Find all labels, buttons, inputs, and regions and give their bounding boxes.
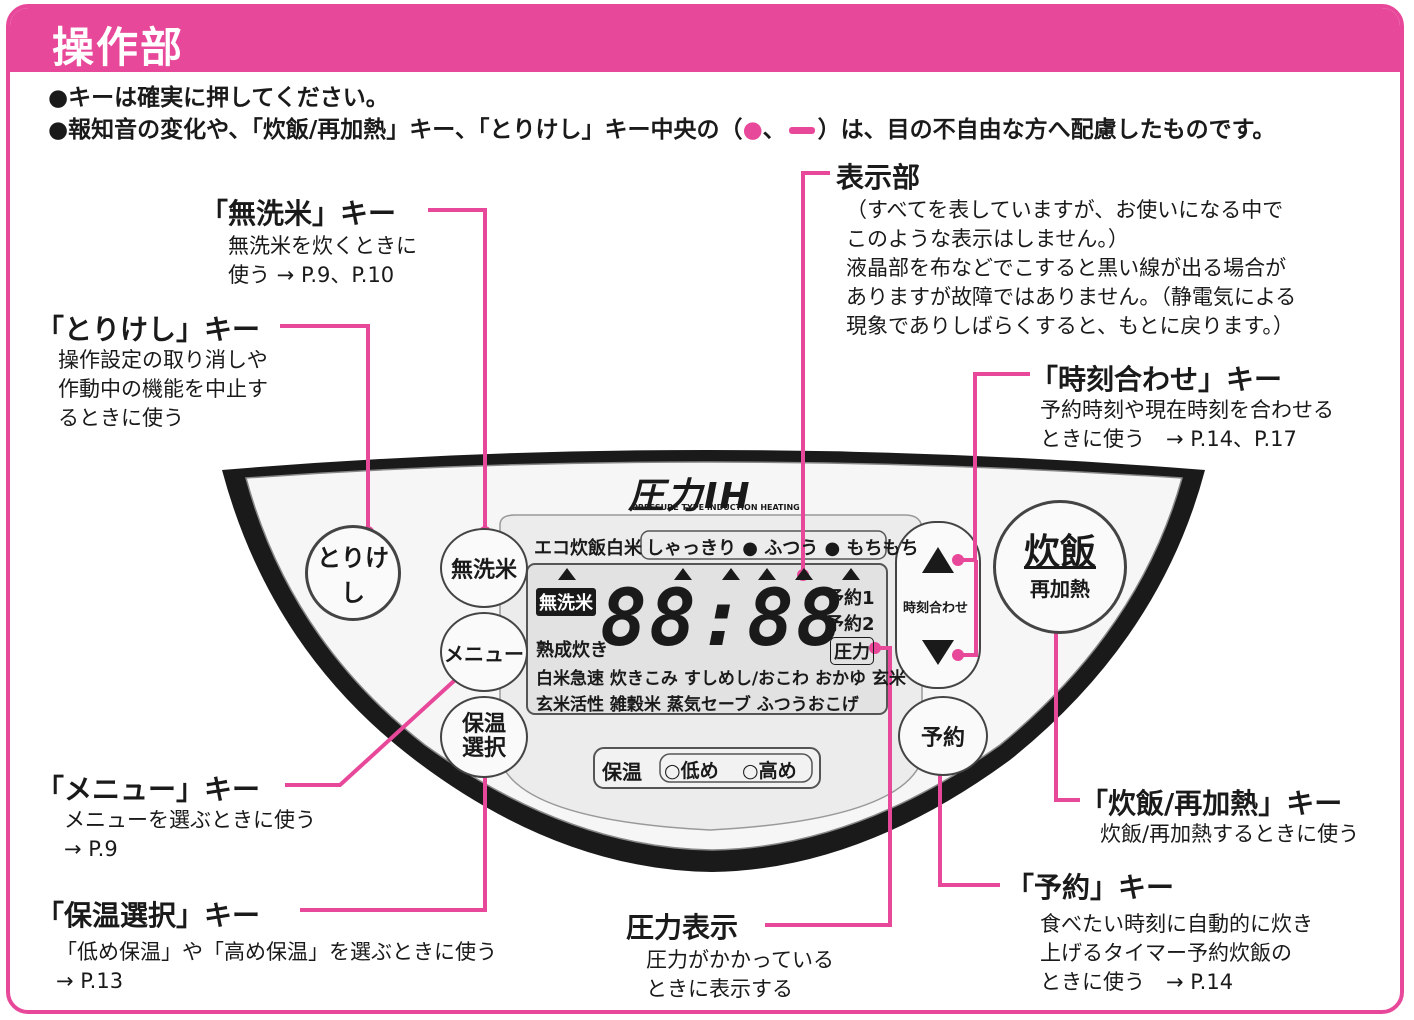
callout-cook-desc: 炊飯/再加熱するときに使う — [1100, 822, 1360, 846]
up-arrow-icon — [922, 547, 954, 573]
lcd-menu-row-2: 玄米活性 雑穀米 蒸気セーブ ふつうおこげ — [536, 695, 859, 715]
leader-cook — [1054, 615, 1080, 802]
cook-reheat-button[interactable]: 炊飯 再加熱 — [993, 500, 1127, 634]
musenmai-button-label: 無洗米 — [450, 558, 517, 583]
lcd-yoyaku-2: 予約2 — [826, 614, 875, 635]
note-line-2-c: ）は、目の不自由な方へ配慮したものです。 — [817, 117, 1276, 143]
callout-yoyaku-title: 「予約」キー — [1006, 871, 1175, 904]
leader-menu — [285, 668, 468, 787]
callout-yoyaku-desc: 食べたい時刻に自動的に炊き 上げるタイマー予約炊飯の ときに使う → P.14 — [1040, 912, 1313, 994]
callout-musenmai-desc: 無洗米を炊くときに 使う → P.9、P.10 — [228, 234, 417, 287]
torikeshi-button[interactable]: とりけし — [305, 525, 401, 621]
dot-clock-up — [952, 554, 964, 566]
callout-pressure-title: 圧力表示 — [626, 911, 739, 944]
callout-menu-title: 「メニュー」キー — [36, 773, 261, 806]
section-frame: 操作部 — [6, 4, 1404, 1014]
torikeshi-button-label: とりけし — [317, 544, 389, 607]
brand-logo-subtitle: PRESSURE TYPE INDUCTION HEATING — [632, 503, 800, 512]
lcd-texture-options: しゃっきり ● ふつう ● もちもち — [646, 538, 919, 559]
callout-display-desc: （すべてを表していますが、お使いになる中で このような表示はしません。） 液晶部… — [846, 198, 1297, 338]
lcd-frame — [526, 563, 888, 715]
callout-torikeshi-desc: 操作設定の取り消しや 作動中の機能を中止す るときに使う — [58, 348, 268, 430]
note-line-2: ●報知音の変化や、「炊飯/再加熱」キー、「とりけし」キー中央の（●、 ）は、目の不… — [48, 110, 1275, 144]
lcd-jukusei: 熟成炊き — [536, 640, 608, 661]
section-title: 操作部 — [52, 23, 185, 72]
down-arrow-icon — [922, 640, 954, 665]
lcd-indicator-2 — [674, 568, 692, 580]
note-line-1: ●キーは確実に押してください。 — [48, 85, 389, 111]
dot-clock-down — [952, 649, 964, 661]
leader-torikeshi — [280, 324, 370, 532]
leader-musenmai — [428, 208, 487, 532]
keep-warm-select-label: 保温 選択 — [461, 712, 506, 761]
leader-pressure — [765, 646, 892, 927]
pink-dash-mark — [788, 127, 815, 134]
lcd-yoyaku-1: 予約1 — [826, 588, 875, 609]
dot-pressure — [869, 642, 881, 654]
lcd-white-rice: 白米 — [606, 538, 642, 559]
keep-warm-frame — [593, 747, 821, 789]
lcd-indicator-5 — [795, 568, 813, 580]
yoyaku-button[interactable]: 予約 — [898, 696, 988, 776]
callout-pressure-desc: 圧力がかかっている ときに表示する — [646, 948, 834, 1001]
lcd-eco-cook: エコ炊飯 — [534, 538, 606, 559]
note-line-2-a: ●報知音の変化や、「炊飯/再加熱」キー、「とりけし」キー中央の（ — [48, 117, 743, 143]
brand-logo: 圧力IH — [628, 476, 752, 517]
lcd-digits: 88:88 — [600, 574, 845, 664]
keep-warm-label: 保温 — [602, 760, 642, 784]
menu-button-label: メニュー — [444, 641, 524, 666]
keep-warm-options-frame — [659, 753, 813, 783]
cook-button-label: 炊飯 — [1023, 531, 1096, 573]
callout-clock-desc: 予約時刻や現在時刻を合わせる ときに使う → P.14、P.17 — [1040, 398, 1334, 451]
lcd-menu-row-1: 白米急速 炊きこみ すしめし/おこわ おかゆ 玄米 — [536, 669, 906, 689]
lcd-indicator-1 — [558, 568, 576, 580]
callout-menu-desc: メニューを選ぶときに使う → P.9 — [64, 808, 316, 861]
callout-torikeshi-title: 「とりけし」キー — [36, 313, 261, 346]
musenmai-button[interactable]: 無洗米 — [440, 528, 528, 608]
callout-cook-title: 「炊飯/再加熱」キー — [1080, 787, 1343, 820]
clock-set-button[interactable]: 時刻合わせ — [903, 597, 968, 616]
lcd-pressure-indicator: 圧力 — [830, 637, 874, 665]
keep-warm-select-button[interactable]: 保温 選択 — [440, 696, 528, 778]
leader-display — [801, 171, 830, 575]
section-header: 操作部 — [10, 8, 1400, 72]
lcd-indicator-3 — [722, 568, 740, 580]
texture-frame — [640, 530, 887, 560]
keep-warm-high: ○高め — [742, 760, 797, 782]
pink-dot-mark: ● — [742, 117, 763, 143]
keep-warm-low: ○低め — [664, 760, 719, 782]
menu-button[interactable]: メニュー — [440, 612, 528, 692]
reheat-button-label: 再加熱 — [1030, 576, 1090, 601]
leader-yoyaku — [938, 760, 1000, 887]
lcd-indicator-6 — [842, 568, 860, 580]
leader-clock — [958, 372, 1030, 562]
lcd-indicator-4 — [758, 568, 776, 580]
callout-keep-warm-title: 「保温選択」キー — [36, 899, 261, 932]
callout-clock-title: 「時刻合わせ」キー — [1030, 363, 1283, 396]
callout-keep-warm-desc: 「低め保温」や「高め保温」を選ぶときに使う → P.13 — [56, 940, 497, 993]
callout-display-title: 表示部 — [836, 161, 921, 194]
yoyaku-button-label: 予約 — [920, 726, 965, 751]
callout-musenmai-title: 「無洗米」キー — [200, 197, 397, 230]
lcd-musenmai-badge: 無洗米 — [536, 588, 596, 616]
leader-hoon — [300, 760, 487, 912]
clock-set-label: 時刻合わせ — [903, 601, 969, 616]
note-line-2-b: 、 — [762, 117, 786, 143]
